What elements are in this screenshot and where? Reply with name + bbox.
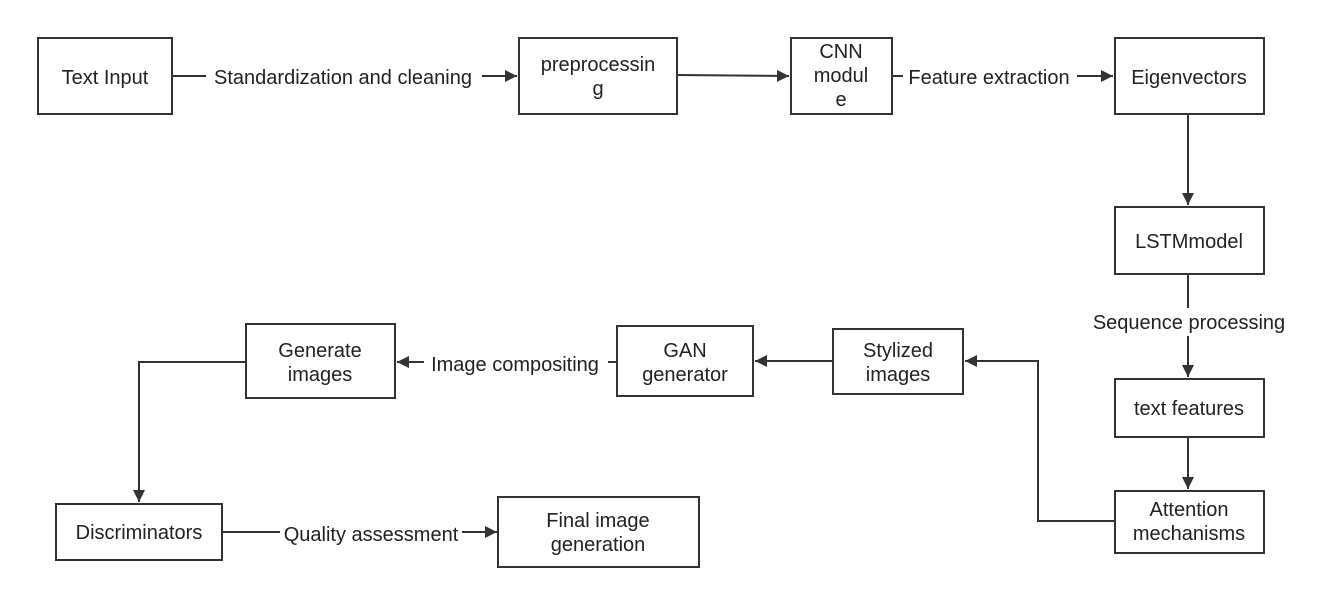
node-gan-label-line2: generator xyxy=(642,364,728,386)
node-generate-images: Generate images xyxy=(245,323,396,399)
edge-preprocessing-cnn xyxy=(676,69,790,82)
edge-label-feature-extraction: Feature extraction xyxy=(903,63,1077,91)
node-gan-label-line1: GAN xyxy=(663,340,706,362)
node-lstm-model-label: LSTMmodel xyxy=(1135,231,1243,253)
node-eigenvectors: Eigenvectors xyxy=(1114,37,1265,115)
node-attention-mechanisms: Attention mechanisms xyxy=(1114,490,1265,554)
node-attention-label-line2: mechanisms xyxy=(1133,523,1245,545)
edge-label-feature-extraction-text: Feature extraction xyxy=(908,67,1069,89)
node-stylized-images: Stylized images xyxy=(832,328,964,395)
edge-label-quality-assessment-text: Quality assessment xyxy=(284,524,459,546)
node-cnn-module-label-line1: CNN xyxy=(819,41,862,63)
node-generate-label-line2: images xyxy=(288,364,352,386)
edge-label-image-compositing: Image compositing xyxy=(424,349,608,377)
node-cnn-module-label-line2: modul xyxy=(814,65,868,87)
edge-label-image-compositing-text: Image compositing xyxy=(431,354,599,376)
node-text-input: Text Input xyxy=(37,37,173,115)
node-generate-label-line1: Generate xyxy=(278,340,361,362)
nodes: Text Input preprocessin g CNN modul e Ei… xyxy=(37,37,1265,568)
edges xyxy=(133,69,1194,538)
node-stylized-label-line1: Stylized xyxy=(863,340,933,362)
node-stylized-label-line2: images xyxy=(866,364,930,386)
edge-label-sequence-processing: Sequence processing xyxy=(1090,308,1290,336)
edge-generate-discriminators xyxy=(133,361,246,502)
node-final-image-generation: Final image generation xyxy=(497,496,700,568)
edge-label-quality-assessment: Quality assessment xyxy=(280,519,462,547)
node-preprocessing: preprocessin g xyxy=(518,37,678,115)
node-gan-generator: GAN generator xyxy=(616,325,754,397)
node-discriminators-label: Discriminators xyxy=(76,522,203,544)
node-cnn-module-label-line3: e xyxy=(835,89,846,111)
edge-attention-stylized xyxy=(965,355,1114,522)
node-cnn-module: CNN modul e xyxy=(790,37,893,115)
node-discriminators: Discriminators xyxy=(55,503,223,561)
edge-label-sequence-processing-text: Sequence processing xyxy=(1093,312,1285,334)
node-lstm-model: LSTMmodel xyxy=(1114,206,1265,275)
node-text-features-label: text features xyxy=(1134,398,1244,420)
node-text-input-label: Text Input xyxy=(62,67,149,89)
node-final-label-line2: generation xyxy=(551,534,646,556)
node-final-label-line1: Final image xyxy=(546,510,649,532)
edge-label-standardization: Standardization and cleaning xyxy=(206,63,482,91)
edge-labels: Standardization and cleaning Feature ext… xyxy=(206,63,1290,547)
node-eigenvectors-label: Eigenvectors xyxy=(1131,67,1247,89)
node-preprocessing-label-line2: g xyxy=(592,78,603,100)
node-attention-label-line1: Attention xyxy=(1150,499,1229,521)
edge-label-standardization-text: Standardization and cleaning xyxy=(214,67,472,89)
node-text-features: text features xyxy=(1114,378,1265,438)
node-preprocessing-label-line1: preprocessin xyxy=(541,54,656,76)
